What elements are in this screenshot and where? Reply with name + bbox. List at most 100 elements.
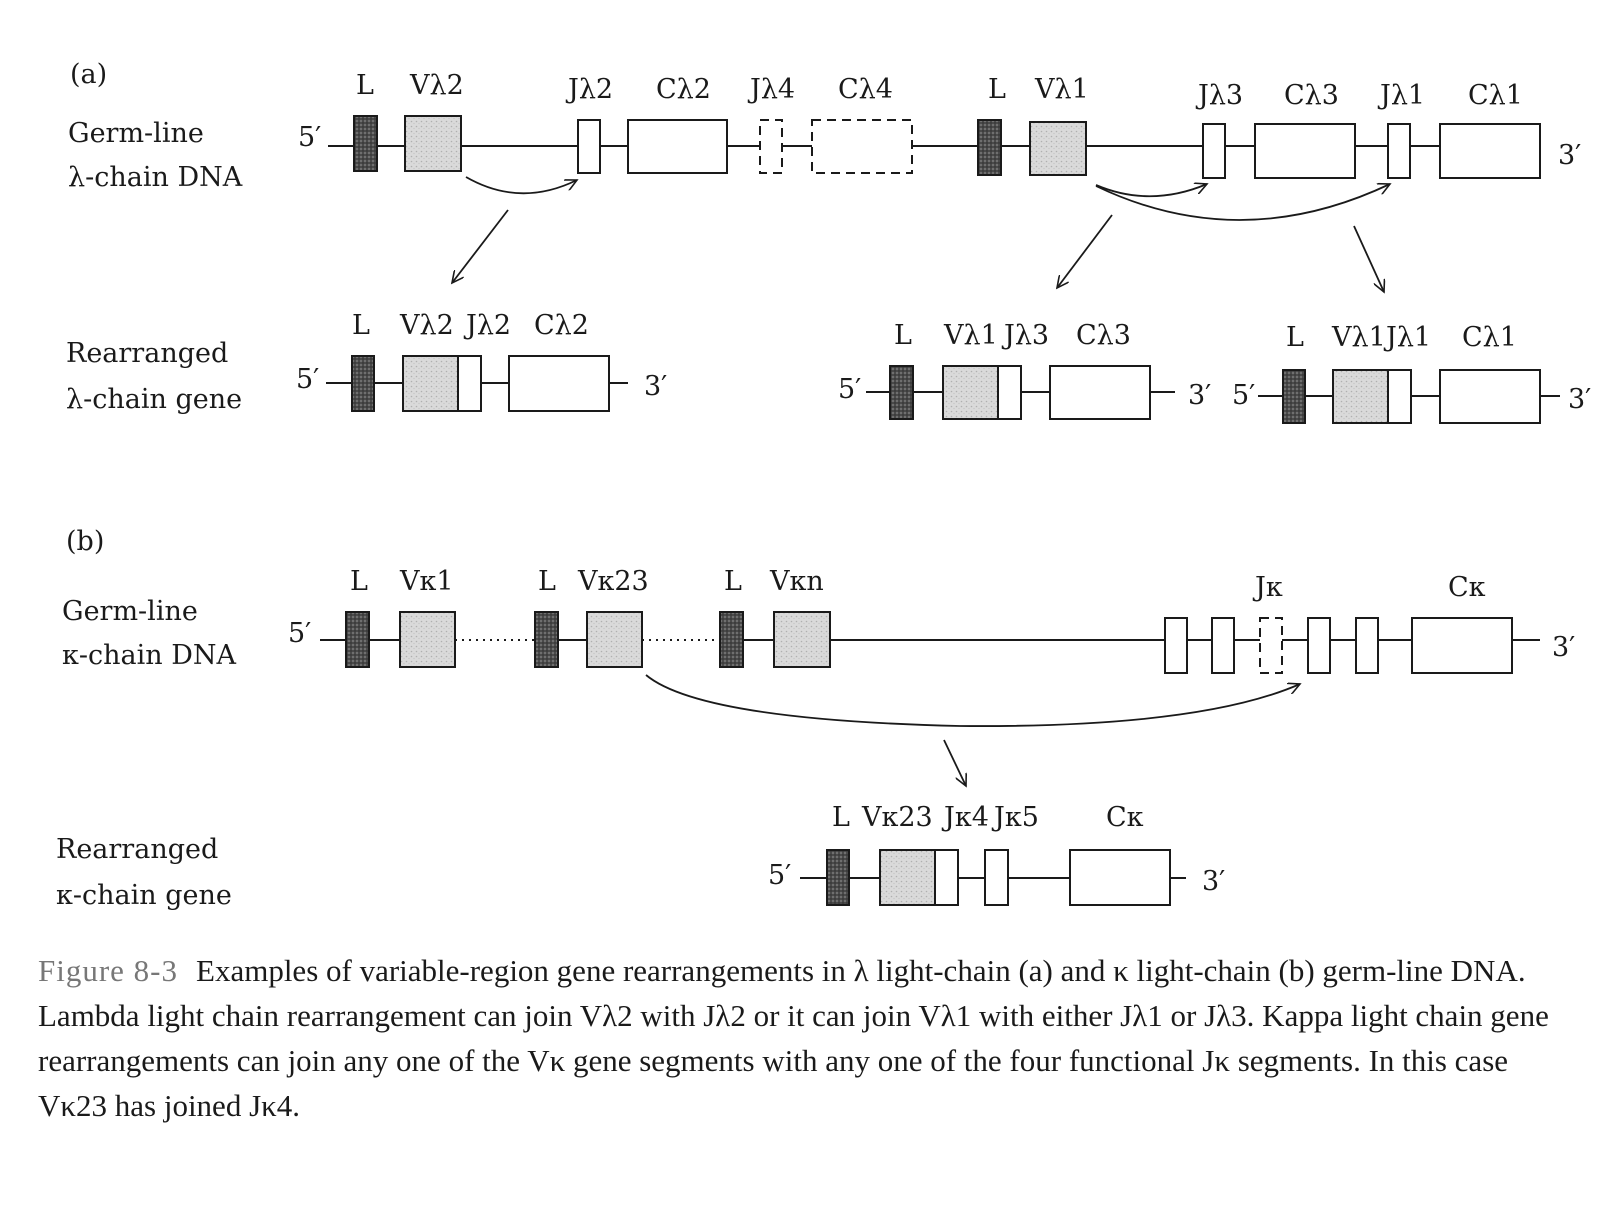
c-lambda3-segment <box>1254 123 1356 179</box>
c-lambda4-pseudo-segment <box>811 119 913 174</box>
label-j-kappa5: Jκ5 <box>991 802 1039 833</box>
five-prime-end: 5′ <box>298 122 321 153</box>
germline-kappa-label-line1: Germ-line <box>62 596 198 627</box>
j-kappa5-segment <box>984 849 1009 906</box>
label-c-lambda2: Cλ2 <box>656 74 711 105</box>
v-lambda2-segment <box>404 115 462 172</box>
v-kappa1-segment <box>399 611 456 668</box>
figure-number: Figure 8-3 <box>38 953 179 988</box>
rearranged-lambda-label-line1: Rearranged <box>66 338 228 369</box>
label-v-lambda1: Vλ1 <box>1331 322 1386 353</box>
v-lambda1-segment <box>942 365 999 420</box>
v-kappa23-segment <box>879 849 936 906</box>
label-L: L <box>538 566 556 597</box>
germline-kappa-segment-labels: L Vκ1 L Vκ23 L Vκn Jκ Cκ <box>350 566 1486 603</box>
five-prime-end: 5′ <box>838 374 861 405</box>
germline-lambda-label-line2: λ-chain DNA <box>68 162 243 193</box>
c-kappa-segment <box>1411 617 1513 674</box>
label-L: L <box>356 70 374 101</box>
j-kappa1-segment <box>1164 617 1188 674</box>
germline-lambda-label-line1: Germ-line <box>68 118 204 149</box>
j-kappa4-segment <box>1307 617 1331 674</box>
c-lambda3-segment <box>1049 365 1151 420</box>
c-lambda1-segment <box>1439 123 1541 179</box>
label-L: L <box>988 74 1006 105</box>
leader-segment <box>534 611 559 668</box>
five-prime-end: 5′ <box>296 364 319 395</box>
germline-kappa-label-line2: κ-chain DNA <box>62 640 236 671</box>
label-c-lambda3: Cλ3 <box>1284 80 1339 111</box>
label-L: L <box>352 310 370 341</box>
label-v-lambda2: Vλ2 <box>399 310 454 341</box>
j-lambda1-segment <box>1387 369 1412 424</box>
label-j-lambda2: Jλ2 <box>463 310 511 341</box>
three-prime-end: 3′ <box>1552 632 1575 663</box>
rearranged-lambda-gene-1: 5′ 3′ <box>296 355 667 412</box>
leader-segment <box>1282 369 1306 424</box>
three-prime-end: 3′ <box>1188 380 1211 411</box>
label-j-lambda3: Jλ3 <box>1195 80 1243 111</box>
rearranged-kappa-label-line1: Rearranged <box>56 834 218 865</box>
v-kappa-n-segment <box>773 611 831 668</box>
label-v-kappa1: Vκ1 <box>399 566 454 597</box>
j-kappa4-segment <box>934 849 959 906</box>
leader-segment <box>719 611 744 668</box>
leader-segment <box>351 355 375 412</box>
label-j-lambda4: Jλ4 <box>747 74 795 105</box>
label-j-lambda3: Jλ3 <box>1001 320 1049 351</box>
caption-text: Examples of variable-region gene rearran… <box>38 953 1549 1123</box>
label-j-kappa4: Jκ4 <box>941 802 989 833</box>
label-c-lambda1: Cλ1 <box>1462 322 1517 353</box>
three-prime-end: 3′ <box>1202 866 1225 897</box>
arrow-to-rearranged-2 <box>1057 214 1113 288</box>
germline-lambda-segment-labels: L Vλ2 Jλ2 Cλ2 Jλ4 Cλ4 L Vλ1 Jλ3 Cλ3 Jλ1 … <box>356 70 1523 111</box>
leader-segment <box>345 611 370 668</box>
leader-segment <box>826 849 850 906</box>
kappa-joining-arrows <box>645 674 1300 786</box>
label-c-lambda4: Cλ4 <box>838 74 893 105</box>
label-c-lambda2: Cλ2 <box>534 310 589 341</box>
germline-kappa-dna: 5′ 3′ <box>288 611 1575 674</box>
label-L: L <box>724 566 742 597</box>
rearranged-lambda-gene-2: 5′ 3′ <box>838 365 1211 420</box>
v-lambda1-segment <box>1332 369 1389 424</box>
j-kappa5-segment <box>1355 617 1379 674</box>
label-L: L <box>894 320 912 351</box>
label-j-kappa: Jκ <box>1252 572 1283 603</box>
rearranged-kappa-gene: 5′ 3′ <box>768 849 1225 906</box>
label-v-lambda1: Vλ1 <box>943 320 998 351</box>
leader-segment <box>353 115 378 172</box>
label-v-lambda1: Vλ1 <box>1034 74 1089 105</box>
label-L: L <box>350 566 368 597</box>
j-lambda1-segment <box>1387 123 1411 179</box>
label-v-kappa23: Vκ23 <box>861 802 933 833</box>
five-prime-end: 5′ <box>768 860 791 891</box>
label-v-kappa-n: Vκn <box>769 566 824 597</box>
rearranged-kappa-label-line2: κ-chain gene <box>56 880 232 911</box>
label-j-lambda1: Jλ1 <box>1383 322 1431 353</box>
join-arc-v1-j1 <box>1095 184 1390 221</box>
label-c-lambda3: Cλ3 <box>1076 320 1131 351</box>
v-lambda1-segment <box>1029 121 1087 176</box>
label-c-kappa: Cκ <box>1448 572 1486 603</box>
five-prime-end: 5′ <box>1232 380 1255 411</box>
arrow-to-rearranged-3 <box>1353 225 1384 292</box>
arrow-to-rearranged-kappa <box>943 739 966 786</box>
gene-rearrangement-diagram: (a) Germ-line λ-chain DNA 5′ 3′ L Vλ2 Jλ… <box>56 59 1591 911</box>
label-L: L <box>1286 322 1304 353</box>
three-prime-end: 3′ <box>1568 384 1591 415</box>
v-lambda2-segment <box>402 355 459 412</box>
panel-a-tag: (a) <box>70 59 107 90</box>
j-lambda4-pseudo-segment <box>759 119 783 174</box>
three-prime-end: 3′ <box>1558 140 1581 171</box>
rearranged-lambda-gene-3: 5′ 3′ <box>1232 369 1591 424</box>
j-lambda3-segment <box>1202 123 1226 179</box>
c-lambda1-segment <box>1439 369 1541 424</box>
five-prime-end: 5′ <box>288 618 311 649</box>
join-arc-v1-j3 <box>1095 184 1207 198</box>
j-lambda2-segment <box>577 119 601 174</box>
panel-b-tag: (b) <box>66 526 104 557</box>
join-arc-v2-j2 <box>465 176 577 195</box>
lambda-joining-arrows <box>452 176 1390 292</box>
